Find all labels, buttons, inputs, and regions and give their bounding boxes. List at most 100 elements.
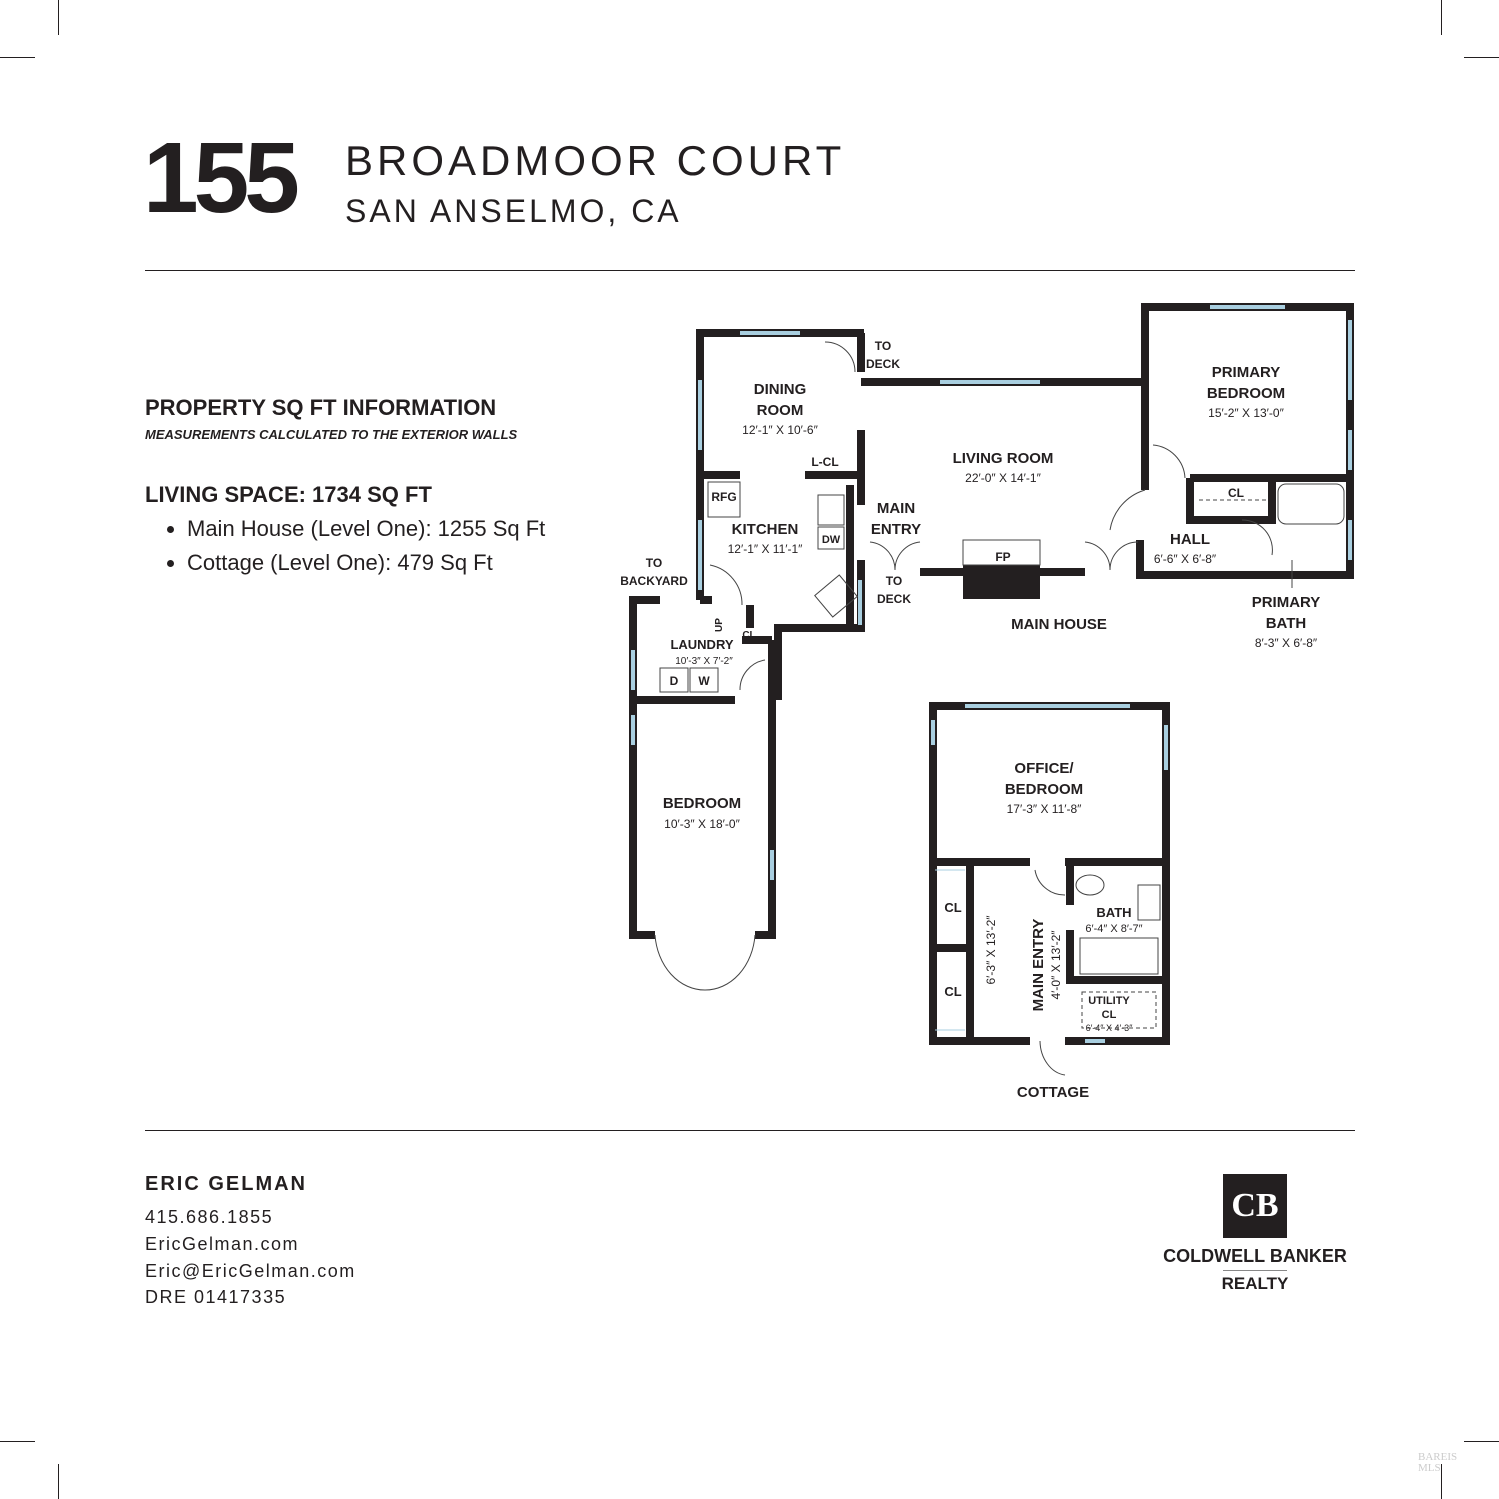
logo-monogram: CB — [1223, 1174, 1287, 1238]
to-backyard-label: TO — [646, 556, 662, 570]
fireplace — [963, 565, 1040, 599]
dryer-label: D — [670, 674, 679, 688]
crop-mark — [0, 57, 35, 58]
to-deck-label: TO — [886, 574, 902, 588]
room-dimensions: 6′-4″ X 8′-7″ — [1085, 923, 1142, 935]
closet-label: CL — [1228, 486, 1244, 500]
to-deck-label: DECK — [866, 357, 900, 371]
crop-mark — [1441, 1464, 1442, 1499]
logo-brand: COLDWELL BANKER — [1163, 1246, 1347, 1266]
room-name: BATH — [1096, 905, 1131, 920]
refrigerator — [707, 481, 741, 518]
crop-mark — [1464, 57, 1499, 58]
mls-watermark: BAREIS MLS — [1418, 1451, 1458, 1474]
room-dimensions: 12′-1″ X 10′-6″ — [742, 423, 818, 437]
crop-mark — [58, 1464, 59, 1499]
room-name: DINING — [754, 381, 807, 398]
sqft-item: Main House (Level One): 1255 Sq Ft — [187, 512, 545, 546]
main-entry-label: MAIN — [877, 500, 915, 517]
doors — [654, 341, 1273, 1076]
logo-sub: REALTY — [1221, 1274, 1289, 1293]
closet-label: CL — [944, 984, 961, 999]
crop-mark — [0, 1441, 35, 1442]
sink — [814, 574, 858, 618]
room-dimensions: 10′-3″ X 7′-2″ — [675, 656, 733, 667]
room-dimensions: 6′-6″ X 6′-8″ — [1154, 552, 1217, 566]
room-name: BEDROOM — [1005, 781, 1083, 798]
room-name: LAUNDRY — [670, 637, 733, 652]
dishwasher-label: DW — [822, 534, 841, 546]
crop-mark — [1464, 1441, 1499, 1442]
walls — [629, 303, 1354, 1045]
room-dimensions: 6′-3″ X 13′-2″ — [984, 915, 998, 985]
to-backyard-label: BACKYARD — [620, 574, 688, 588]
logo-divider — [1223, 1270, 1287, 1271]
room-name: BEDROOM — [1207, 385, 1285, 402]
room-name: ROOM — [757, 402, 804, 419]
room-name: BATH — [1266, 615, 1307, 632]
annotations: TO DECK TO DECK TO BACKYARD MAIN ENTRY L… — [620, 339, 1244, 1101]
room-name: KITCHEN — [732, 521, 799, 538]
room-name: BEDROOM — [663, 795, 741, 812]
city: SAN ANSELMO, CA — [345, 193, 682, 229]
to-deck-label: DECK — [877, 592, 911, 606]
street-name: BROADMOOR COURT — [345, 137, 846, 184]
cottage-label: COTTAGE — [1017, 1084, 1089, 1101]
room-name: UTILITY — [1088, 995, 1130, 1007]
fireplace-label: FP — [995, 550, 1010, 564]
sqft-list: Main House (Level One): 1255 Sq Ft Cotta… — [145, 512, 545, 580]
main-house-label: MAIN HOUSE — [1011, 616, 1107, 633]
room-name: PRIMARY — [1252, 594, 1321, 611]
room-name: HALL — [1170, 531, 1210, 548]
room-dimensions: 17′-3″ X 11′-8″ — [1007, 802, 1083, 816]
closet-label: CL — [742, 630, 755, 641]
fixtures — [659, 481, 1345, 1029]
room-dimensions: 10′-3″ X 18′-0″ — [664, 817, 740, 831]
washer-label: W — [698, 674, 710, 688]
agent-name: ERIC GELMAN — [145, 1173, 307, 1195]
agent-license: DRE 01417335 — [145, 1287, 287, 1307]
room-dimensions: 15′-2″ X 13′-0″ — [1208, 406, 1284, 420]
living-space: LIVING SPACE: 1734 SQ FT — [145, 482, 432, 507]
room-dimensions: 22′-0″ X 14′-1″ — [965, 471, 1041, 485]
room-dimensions: 6′-4″ X 4′-3″ — [1086, 1023, 1134, 1033]
street-number: 155 — [143, 122, 300, 234]
main-entry-label: ENTRY — [871, 521, 921, 538]
agent-phone: 415.686.1855 — [145, 1207, 274, 1227]
bathtub — [1277, 483, 1345, 525]
fireplace-hearth — [962, 539, 1041, 566]
room-labels: DINING ROOM 12′-1″ X 10′-6″ KITCHEN 12′-… — [663, 364, 1320, 1033]
agent-email: Eric@EricGelman.com — [145, 1261, 356, 1281]
linen-closet-label: L-CL — [811, 455, 838, 469]
room-name: CL — [1102, 1009, 1117, 1021]
sqft-subheading: MEASUREMENTS CALCULATED TO THE EXTERIOR … — [145, 427, 518, 442]
room-name: OFFICE/ — [1014, 760, 1074, 777]
sqft-item: Cottage (Level One): 479 Sq Ft — [187, 546, 545, 580]
toilet — [1075, 874, 1105, 896]
sqft-heading: PROPERTY SQ FT INFORMATION — [145, 395, 497, 420]
washer — [689, 667, 719, 693]
room-dimensions: 4′-0″ X 13′-2″ — [1049, 930, 1063, 1000]
closet-label: CL — [944, 900, 961, 915]
room-dimensions: 12′-1″ X 11′-1″ — [728, 542, 804, 556]
stove — [817, 494, 845, 526]
stairs-up-label: UP — [714, 618, 725, 632]
bath-sink — [1137, 884, 1161, 921]
windows — [631, 305, 1352, 1043]
crop-mark — [1441, 0, 1442, 35]
coldwell-banker-logo: CB COLDWELL BANKER REALTY — [1150, 1174, 1360, 1294]
to-deck-label: TO — [875, 339, 891, 353]
agent-website: EricGelman.com — [145, 1234, 300, 1254]
divider — [145, 270, 1355, 271]
room-dimensions: 8′-3″ X 6′-8″ — [1255, 636, 1318, 650]
dryer — [659, 667, 689, 693]
room-name: MAIN ENTRY — [1030, 919, 1047, 1012]
refrigerator-label: RFG — [711, 490, 736, 504]
room-name: LIVING ROOM — [953, 450, 1054, 467]
crop-mark — [58, 0, 59, 35]
room-name: PRIMARY — [1212, 364, 1281, 381]
dishwasher — [817, 526, 845, 550]
shower — [1079, 937, 1159, 975]
divider — [145, 1130, 1355, 1131]
